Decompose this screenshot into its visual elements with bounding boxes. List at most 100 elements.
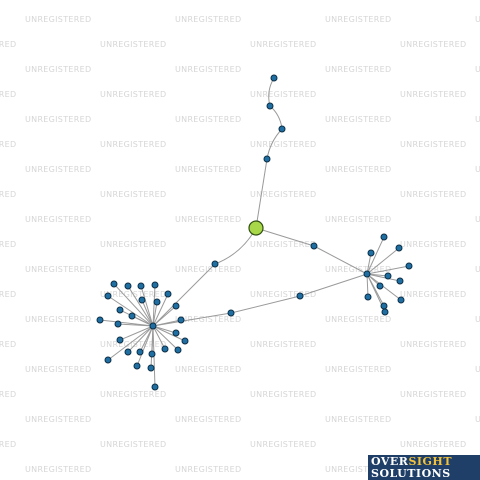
entity-node-l17[interactable] <box>181 337 189 345</box>
edge-hubL-l16 <box>119 325 154 341</box>
watermark-text: UNREGISTERED <box>400 240 466 249</box>
watermark-text: UNREGISTERED <box>100 40 166 49</box>
entity-node-r6[interactable] <box>396 277 404 285</box>
entity-node-r10[interactable] <box>381 308 389 316</box>
entity-node-l10[interactable] <box>96 316 104 324</box>
watermark-text: UNREGISTERED <box>400 90 466 99</box>
entity-node-l25[interactable] <box>147 364 155 372</box>
edge-hubL-l1 <box>113 283 154 327</box>
edge-t4-center <box>255 158 268 229</box>
edge-hubL-l14 <box>152 319 182 327</box>
watermark-text: UNREGISTERED <box>25 15 91 24</box>
oversight-solutions-logo: OVERSIGHT SOLUTIONS <box>368 455 480 480</box>
entity-node-l26[interactable] <box>151 383 159 391</box>
entity-node-t4[interactable] <box>263 155 271 163</box>
edge-hubL-l6 <box>107 295 154 327</box>
watermark-text: UNREGISTERED <box>475 15 480 24</box>
node-layer <box>96 74 413 391</box>
entity-node-hubL[interactable] <box>149 322 157 330</box>
edge-hubL-l15 <box>152 325 177 334</box>
entity-node-l14[interactable] <box>177 316 185 324</box>
entity-node-l20[interactable] <box>161 345 169 353</box>
edge-center-m2 <box>255 227 315 247</box>
entity-node-l2[interactable] <box>124 282 132 290</box>
edge-hubL-l21 <box>152 325 179 351</box>
watermark-text: UNREGISTERED <box>475 365 480 374</box>
entity-node-l1[interactable] <box>110 280 118 288</box>
entity-node-l11[interactable] <box>116 306 124 314</box>
entity-node-l23[interactable] <box>148 350 156 358</box>
watermark-text: UNREGISTERED <box>400 340 466 349</box>
watermark-text: UNREGISTERED <box>100 240 166 249</box>
entity-node-m4[interactable] <box>296 292 304 300</box>
entity-node-l19[interactable] <box>136 348 144 356</box>
logo-word-solutions: SOLUTIONS <box>371 467 451 480</box>
watermark-text: UNREGISTERED <box>25 415 91 424</box>
entity-node-l22[interactable] <box>104 356 112 364</box>
watermark-text: UNREGISTERED <box>25 315 91 324</box>
entity-node-r3[interactable] <box>395 244 403 252</box>
edge-hubL-l2 <box>127 285 154 327</box>
watermark-text: UNREGISTERED <box>400 290 466 299</box>
edge-hubL-l7 <box>141 299 154 327</box>
entity-node-r11[interactable] <box>376 282 384 290</box>
watermark-text: UNREGISTERED <box>0 90 16 99</box>
watermark-text: UNREGISTERED <box>325 315 391 324</box>
edge-hubR-r6 <box>366 273 401 282</box>
entity-node-l15[interactable] <box>172 329 180 337</box>
entity-node-l6[interactable] <box>104 292 112 300</box>
entity-node-r7[interactable] <box>397 296 405 304</box>
entity-node-r2[interactable] <box>367 249 375 257</box>
edge-hubR-r4 <box>366 265 410 275</box>
entity-node-l13[interactable] <box>114 320 122 328</box>
watermark-text: UNREGISTERED <box>325 365 391 374</box>
edge-m1-hubL <box>152 263 216 327</box>
entity-node-m1[interactable] <box>211 260 219 268</box>
watermark-text: UNREGISTERED <box>400 390 466 399</box>
entity-node-l12[interactable] <box>128 312 136 320</box>
watermark-text: UNREGISTERED <box>25 215 91 224</box>
entity-node-m2[interactable] <box>310 242 318 250</box>
entity-node-l24[interactable] <box>133 362 141 370</box>
entity-node-l5[interactable] <box>164 290 172 298</box>
watermark-text: UNREGISTERED <box>325 465 391 474</box>
entity-node-m3[interactable] <box>227 309 235 317</box>
watermark-text: UNREGISTERED <box>25 65 91 74</box>
entity-node-r5[interactable] <box>384 272 392 280</box>
watermark-text: UNREGISTERED <box>0 190 16 199</box>
entity-node-t1[interactable] <box>270 74 278 82</box>
watermark-text: UNREGISTERED <box>175 265 241 274</box>
entity-node-l8[interactable] <box>153 298 161 306</box>
watermark-text: UNREGISTERED <box>25 265 91 274</box>
entity-node-l21[interactable] <box>174 346 182 354</box>
entity-node-l7[interactable] <box>138 296 146 304</box>
watermark-text: UNREGISTERED <box>0 390 16 399</box>
entity-node-t2[interactable] <box>266 102 274 110</box>
center-entity-node[interactable] <box>248 220 264 236</box>
watermark-text: UNREGISTERED <box>250 90 316 99</box>
entity-node-r9[interactable] <box>380 302 388 310</box>
logo-word-over: OVER <box>371 455 409 468</box>
entity-node-r8[interactable] <box>364 293 372 301</box>
watermark-text: UNREGISTERED <box>175 415 241 424</box>
edge-hubL-l4 <box>152 284 156 327</box>
entity-node-l16[interactable] <box>116 336 124 344</box>
watermark-text: UNREGISTERED <box>25 115 91 124</box>
entity-node-l9[interactable] <box>172 302 180 310</box>
entity-node-r1[interactable] <box>380 233 388 241</box>
watermark-text: UNREGISTERED <box>475 215 480 224</box>
watermark-text: UNREGISTERED <box>100 440 166 449</box>
entity-node-l4[interactable] <box>151 281 159 289</box>
edge-hubL-l13 <box>117 323 154 327</box>
watermark-text: UNREGISTERED <box>325 65 391 74</box>
entity-node-l3[interactable] <box>137 282 145 290</box>
entity-node-l18[interactable] <box>124 348 132 356</box>
watermark-text: UNREGISTERED <box>175 165 241 174</box>
watermark-text: UNREGISTERED <box>175 365 241 374</box>
watermark-text: UNREGISTERED <box>0 40 16 49</box>
entity-node-t3[interactable] <box>278 125 286 133</box>
entity-node-hubR[interactable] <box>363 270 371 278</box>
watermark-text: UNREGISTERED <box>175 315 241 324</box>
watermark-text: UNREGISTERED <box>175 215 241 224</box>
entity-node-r4[interactable] <box>405 262 413 270</box>
